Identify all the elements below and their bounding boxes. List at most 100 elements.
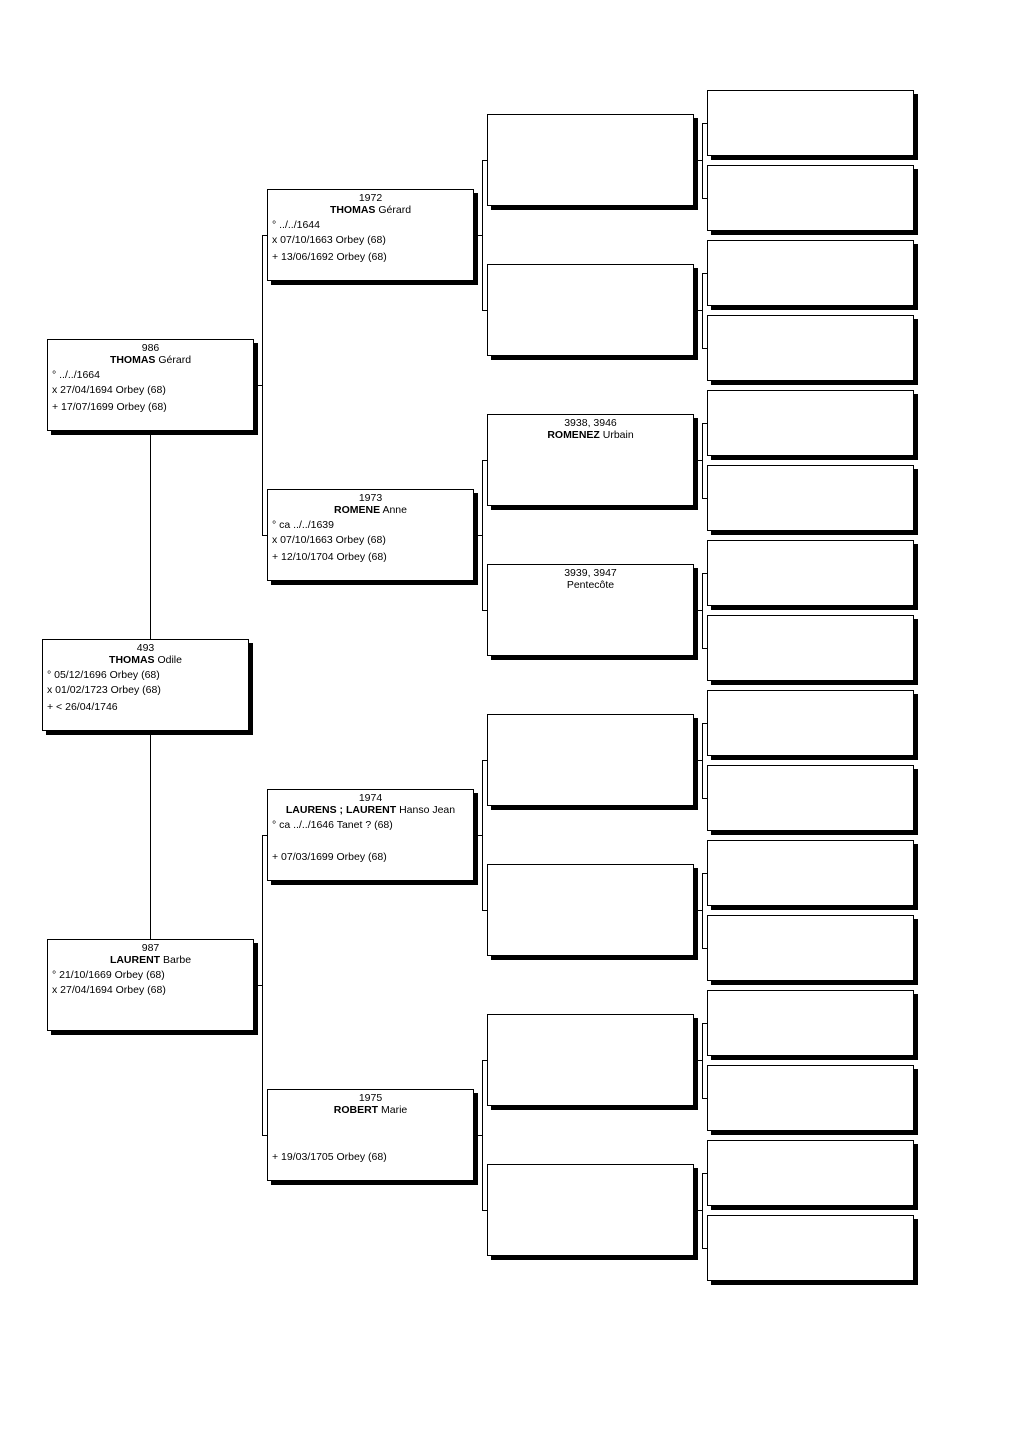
connector [702,648,707,649]
person-box-empty[interactable] [707,90,914,156]
person-number: 3938, 3946 [564,417,617,429]
connector [482,160,487,161]
connector [702,273,703,349]
connector [702,423,703,499]
person-box-empty[interactable] [487,114,694,206]
person-marriage: x 27/04/1694 Orbey (68) [52,984,166,996]
person-marriage: x 01/02/1723 Orbey (68) [47,684,161,696]
person-name: ROBERT Marie [268,1103,473,1118]
connector [702,423,707,424]
person-name: ROMENEZ Urbain [488,428,693,443]
person-birth: ° ca ../../1646 Tanet ? (68) [272,819,393,831]
connector [702,873,703,949]
person-box-empty[interactable] [707,1215,914,1281]
connector [702,1023,703,1099]
person-box-empty[interactable] [707,1065,914,1131]
person-number: 1975 [358,1092,383,1104]
person-name: THOMAS Gérard [48,353,253,368]
person-number: 1972 [358,192,383,204]
connector [702,123,707,124]
person-surname: ROMENEZ [547,429,600,441]
person-number: 1973 [358,492,383,504]
person-box-empty[interactable] [707,690,914,756]
connector [702,123,703,199]
person-marriage [268,833,473,848]
connector [482,760,483,911]
person-box-1972[interactable]: 1972 THOMAS Gérard ° ../../1644 x 07/10/… [267,189,474,281]
connector [262,535,267,536]
person-box-empty[interactable] [487,714,694,806]
person-surname: ROMENE [334,504,381,516]
connector [262,1135,267,1136]
person-box-3938[interactable]: 3938, 3946 ROMENEZ Urbain [487,414,694,506]
person-box-empty[interactable] [707,240,914,306]
person-box-empty[interactable] [487,1164,694,1256]
person-number: 493 [136,642,155,654]
person-box-1974[interactable]: 1974 LAURENS ; LAURENT Hanso Jean ° ca .… [267,789,474,881]
person-box-1975[interactable]: 1975 ROBERT Marie + 19/03/1705 Orbey (68… [267,1089,474,1181]
person-box-empty[interactable] [707,840,914,906]
person-name: THOMAS Gérard [268,203,473,218]
connector [482,610,487,611]
connector [702,573,703,649]
connector [702,1248,707,1249]
connector [702,798,707,799]
connector [262,835,267,836]
connector [262,835,263,1136]
person-box-empty[interactable] [487,864,694,956]
connector [262,235,267,236]
person-death: + 07/03/1699 Orbey (68) [272,851,387,863]
person-box-986[interactable]: 986 THOMAS Gérard ° ../../1664 x 27/04/1… [47,339,254,431]
person-given-name: Gérard [158,354,192,366]
person-given-name: Anne [382,504,407,516]
person-box-empty[interactable] [707,1140,914,1206]
person-box-empty[interactable] [487,264,694,356]
person-box-empty[interactable] [707,315,914,381]
connector [150,731,151,939]
person-name: Pentecôte [488,578,693,593]
connector [474,835,482,836]
person-name: ROMENE Anne [268,503,473,518]
person-box-empty[interactable] [707,465,914,531]
person-box-1973[interactable]: 1973 ROMENE Anne ° ca ../../1639 x 07/10… [267,489,474,581]
connector [474,235,482,236]
person-box-493[interactable]: 493 THOMAS Odile ° 05/12/1696 Orbey (68)… [42,639,249,731]
connector [694,610,702,611]
connector [482,910,487,911]
connector [702,1098,707,1099]
person-birth: ° ../../1664 [52,369,100,381]
person-box-3939[interactable]: 3939, 3947 Pentecôte [487,564,694,656]
connector [482,160,483,311]
person-birth: ° 21/10/1669 Orbey (68) [52,969,165,981]
person-box-empty[interactable] [707,540,914,606]
person-birth: ° ca ../../1639 [272,519,334,531]
person-surname: LAURENS ; LAURENT [285,804,397,816]
person-given-name: Gérard [378,204,412,216]
person-number: 3939, 3947 [564,567,617,579]
connector [694,310,702,311]
person-box-empty[interactable] [707,390,914,456]
connector [482,1060,483,1211]
person-box-empty[interactable] [707,615,914,681]
connector [702,1173,703,1249]
person-box-empty[interactable] [707,765,914,831]
person-box-empty[interactable] [707,165,914,231]
person-given-name: Marie [381,1104,408,1116]
person-box-987[interactable]: 987 LAURENT Barbe ° 21/10/1669 Orbey (68… [47,939,254,1031]
connector [702,573,707,574]
person-death: + 19/03/1705 Orbey (68) [272,1151,387,1163]
person-death: + 13/06/1692 Orbey (68) [272,251,387,263]
connector [702,498,707,499]
person-box-empty[interactable] [707,990,914,1056]
person-birth: ° 05/12/1696 Orbey (68) [47,669,160,681]
person-given-name: Pentecôte [566,579,615,591]
connector [482,310,487,311]
connector [702,723,703,799]
person-surname: ROBERT [333,1104,379,1116]
connector [474,1135,482,1136]
person-box-empty[interactable] [707,915,914,981]
person-box-empty[interactable] [487,1014,694,1106]
connector [694,910,702,911]
person-death: + 17/07/1699 Orbey (68) [52,401,167,413]
